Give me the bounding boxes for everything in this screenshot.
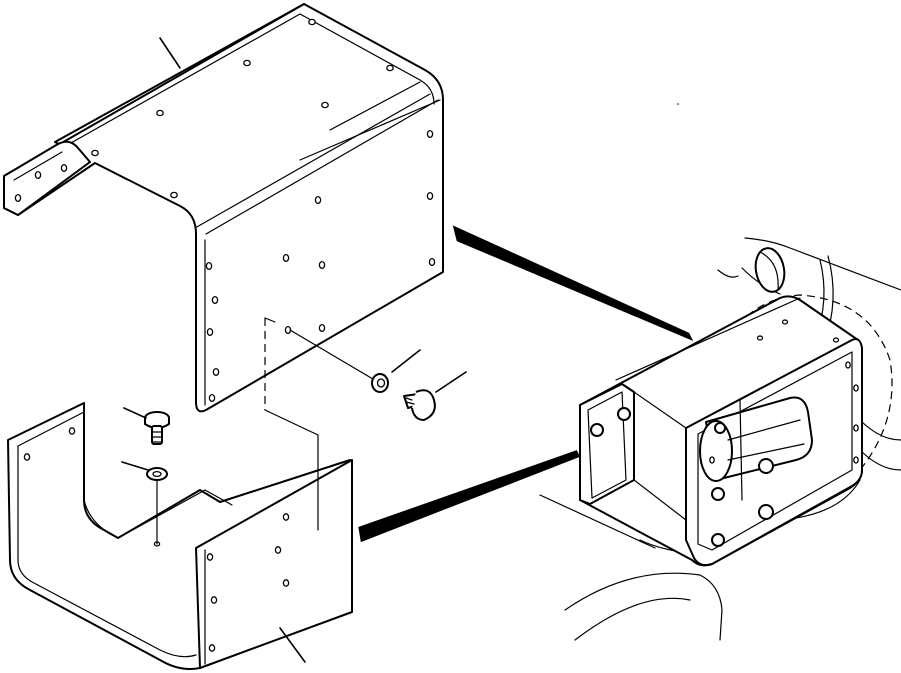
assembly-holes bbox=[709, 319, 859, 464]
explosion-line-upper bbox=[452, 225, 694, 341]
upper-cover-holes bbox=[14, 18, 436, 403]
bolt-left-leader bbox=[123, 407, 147, 419]
washer-right bbox=[371, 373, 389, 393]
bolt-axis-line bbox=[289, 329, 379, 383]
assembly-bolts bbox=[590, 407, 774, 547]
bolt-right-leader bbox=[435, 371, 467, 393]
washer-right-leader bbox=[391, 349, 421, 373]
bolt-right bbox=[403, 389, 436, 421]
stray-dot bbox=[677, 103, 679, 105]
washer-left-leader bbox=[121, 461, 149, 471]
alignment-line bbox=[264, 317, 276, 323]
bolt-left bbox=[144, 411, 170, 445]
assembly bbox=[539, 237, 901, 641]
upper-cover-leader bbox=[159, 37, 181, 69]
explosion-line-lower bbox=[358, 450, 581, 543]
upper-cover bbox=[3, 3, 444, 413]
washer-left bbox=[146, 467, 168, 481]
lower-cover-leader bbox=[279, 627, 306, 663]
lower-cover-holes bbox=[23, 427, 290, 652]
lower-cover bbox=[7, 402, 353, 670]
